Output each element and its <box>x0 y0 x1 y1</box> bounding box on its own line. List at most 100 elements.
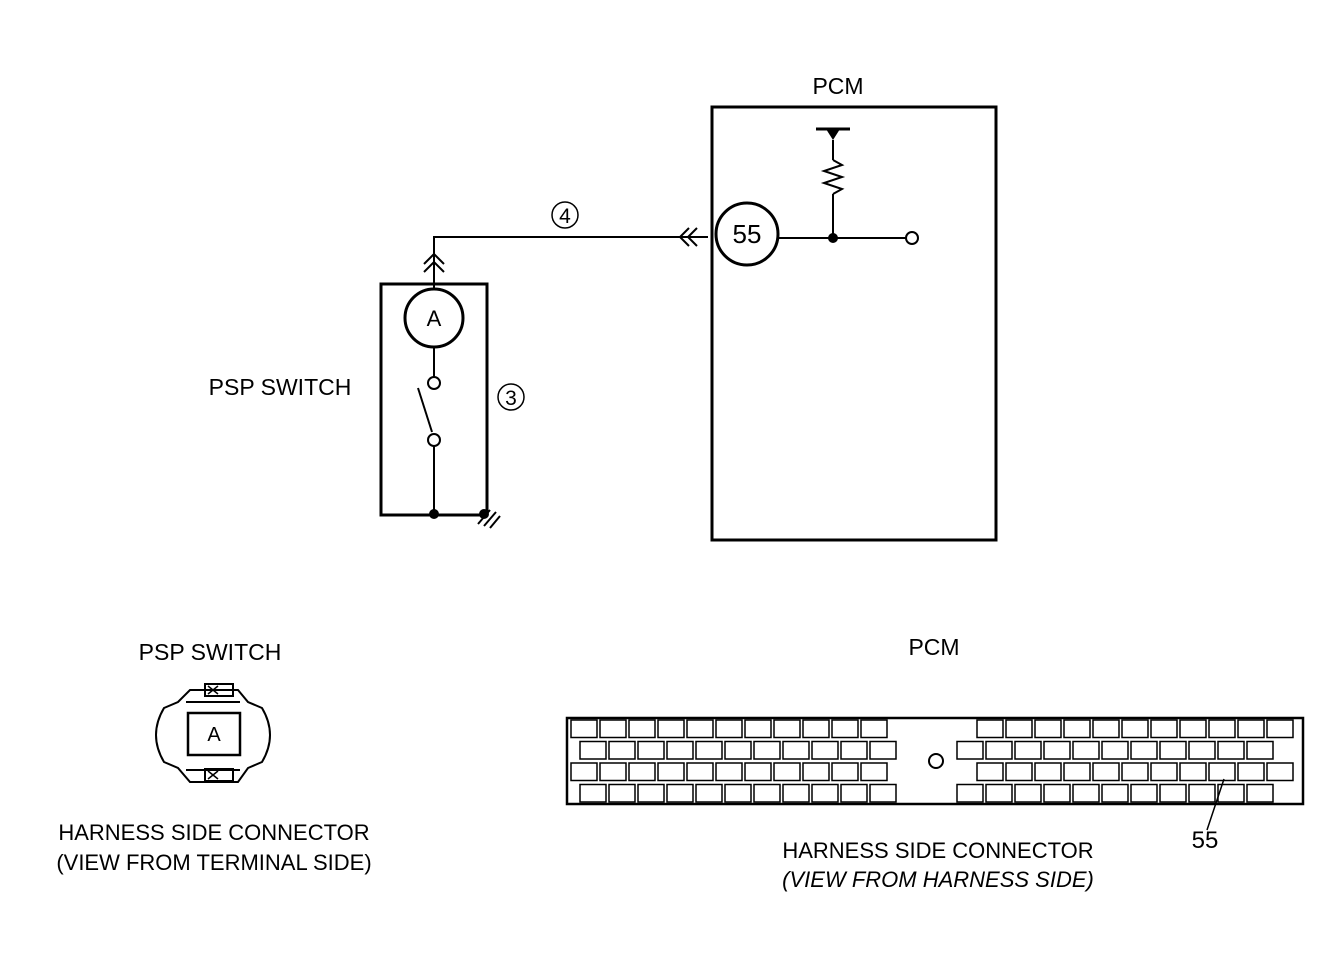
pcm-connector-cavity <box>1159 740 1187 760</box>
pcm-connector-cavity <box>831 762 859 782</box>
pcm-connector-face <box>565 716 1305 806</box>
pcm-connector-cavity <box>753 783 781 803</box>
pcm-connector-cavity <box>1005 719 1033 739</box>
pcm-connector-title: PCM <box>908 634 959 660</box>
pcm-connector-cavity <box>570 762 598 782</box>
pcm-connector-cavity <box>840 740 868 760</box>
pcm-connector-cavity <box>860 719 888 739</box>
pcm-connector-cavity <box>831 719 859 739</box>
psp-connector-terminal: A <box>207 724 221 746</box>
pcm-connector-cavity <box>782 783 810 803</box>
pcm-connector-cavity <box>695 740 723 760</box>
pcm-connector-cavity <box>860 762 888 782</box>
pcm-connector-cavity <box>802 719 830 739</box>
pcm-connector-cavity <box>744 719 772 739</box>
pcm-connector-cavity <box>1266 762 1294 782</box>
pcm-connector-cavity <box>1034 762 1062 782</box>
pcm-connector-cavity <box>956 740 984 760</box>
pcm-connector-cavity <box>1121 762 1149 782</box>
pcm-connector-cavity <box>956 783 984 803</box>
junction-dot <box>828 233 838 243</box>
pcm-connector-cavity <box>657 719 685 739</box>
pcm-terminal-circle <box>714 201 780 267</box>
pressure-switch <box>417 347 441 515</box>
pcm-connector-cavity <box>608 783 636 803</box>
pcm-connector-cavity <box>1043 740 1071 760</box>
pcm-connector-cavity <box>599 762 627 782</box>
pcm-wire-connector <box>678 227 698 247</box>
pcm-box <box>710 105 998 542</box>
pcm-connector-cavity <box>628 762 656 782</box>
pcm-connector-cavity <box>1188 783 1216 803</box>
pcm-connector-cavity <box>1217 740 1245 760</box>
pcm-connector-cavity <box>695 783 723 803</box>
pcm-connector-cavity <box>1034 719 1062 739</box>
pcm-connector-cavity <box>1179 719 1207 739</box>
pcm-connector-cavity <box>782 740 810 760</box>
ground-icon <box>477 509 501 529</box>
pcm-connector-cavity <box>1063 719 1091 739</box>
pcm-title: PCM <box>812 73 863 99</box>
pcm-connector-cavity <box>840 783 868 803</box>
psp-connector-title: PSP SWITCH <box>139 639 282 665</box>
pcm-connector-cavity <box>686 719 714 739</box>
pcm-connector-cavity <box>1014 783 1042 803</box>
pcm-connector-key <box>928 753 944 769</box>
pcm-connector-cavity <box>637 740 665 760</box>
pcm-connector-cavity <box>1150 762 1178 782</box>
pcm-connector-cavity <box>686 762 714 782</box>
pcm-connector-cavity <box>811 783 839 803</box>
pcm-connector-cavity <box>628 719 656 739</box>
pcm-connector-cavity <box>1005 762 1033 782</box>
pcm-connector-cavity <box>753 740 781 760</box>
pcm-connector-cavity <box>1208 762 1236 782</box>
pcm-connector-cavity <box>1217 783 1245 803</box>
pcm-connector-cavity <box>1179 762 1207 782</box>
wire-marker-circle <box>551 201 579 229</box>
pcm-connector-cavity <box>724 740 752 760</box>
pcm-connector-cavity <box>599 719 627 739</box>
psp-title: PSP SWITCH <box>209 374 352 400</box>
pcm-connector-cavity <box>869 783 897 803</box>
pcm-connector-cavity <box>811 740 839 760</box>
signal-wire <box>433 236 708 275</box>
pcm-connector-caption-2: (VIEW FROM HARNESS SIDE) <box>782 867 1094 892</box>
pcm-connector-caption-1: HARNESS SIDE CONNECTOR <box>782 838 1093 863</box>
pcm-connector-cavity <box>579 783 607 803</box>
pcm-connector-cavity <box>1121 719 1149 739</box>
switch-marker-label: 3 <box>505 387 517 410</box>
pcm-connector-cavity <box>1092 719 1120 739</box>
pcm-connector-cavity <box>976 719 1004 739</box>
pcm-connector-cavity <box>1246 783 1274 803</box>
pcm-connector-cavity <box>985 783 1013 803</box>
open-terminal <box>905 231 919 245</box>
pcm-connector-cavity <box>976 762 1004 782</box>
pcm-connector-cavity <box>715 762 743 782</box>
pcm-connector-cavity <box>1101 783 1129 803</box>
pcm-connector-cavity <box>1043 783 1071 803</box>
pcm-callout-label: 55 <box>1192 827 1219 854</box>
pcm-connector-cavity <box>1130 740 1158 760</box>
pcm-connector-cavity <box>570 719 598 739</box>
pcm-connector-cavity <box>1266 719 1294 739</box>
pcm-connector-cavity <box>1063 762 1091 782</box>
wire-marker-label: 4 <box>559 205 571 228</box>
pcm-connector-cavity <box>1208 719 1236 739</box>
pcm-connector-cavity <box>773 762 801 782</box>
pcm-connector-cavity <box>1101 740 1129 760</box>
psp-terminal-label: A <box>427 306 442 331</box>
switch-marker-circle <box>497 383 525 411</box>
pcm-connector-cavity <box>1188 740 1216 760</box>
psp-junction-dot <box>429 509 439 519</box>
pcm-connector-cavity <box>666 783 694 803</box>
psp-connector-face <box>155 683 271 783</box>
pcm-connector-cavity <box>1246 740 1274 760</box>
pcm-connector-cavity <box>1092 762 1120 782</box>
pcm-connector-cavity <box>666 740 694 760</box>
psp-connector-caption-2: (VIEW FROM TERMINAL SIDE) <box>56 850 371 875</box>
pcm-connector-cavity <box>773 719 801 739</box>
pcm-connector-cavity <box>715 719 743 739</box>
pcm-connector-cavity <box>637 783 665 803</box>
pcm-connector-cavity <box>657 762 685 782</box>
